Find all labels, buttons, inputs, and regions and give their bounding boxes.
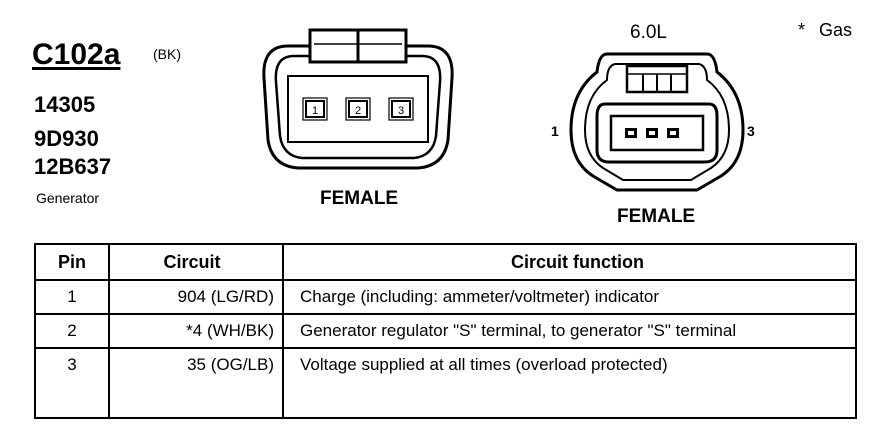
part-number: 14305 <box>34 92 96 117</box>
cell-pin: 2 <box>34 314 110 349</box>
cell-pin: 1 <box>34 280 110 315</box>
cell-circuit: 35 (OG/LB) <box>108 348 284 418</box>
header-pin: Pin <box>34 244 110 281</box>
table-row: 3 35 (OG/LB) Voltage supplied at all tim… <box>34 348 857 418</box>
right-connector-diagram <box>569 52 745 192</box>
right-pin-3-label: 3 <box>747 123 755 139</box>
cell-circuit: *4 (WH/BK) <box>108 314 284 349</box>
engine-label: 6.0L <box>630 22 667 43</box>
star-marker: * <box>798 20 806 40</box>
cell-function: Generator regulator "S" terminal, to gen… <box>282 314 857 349</box>
left-pin-1: 1 <box>302 97 328 121</box>
cell-circuit: 904 (LG/RD) <box>108 280 284 315</box>
connector-description: Generator <box>36 190 100 206</box>
connector-id: C102a <box>32 38 121 71</box>
female-label-left: FEMALE <box>320 188 399 209</box>
gas-note: * Gas <box>798 20 852 41</box>
table-header-row: Pin Circuit Circuit function <box>34 244 857 281</box>
cell-pin: 3 <box>34 348 110 418</box>
left-pin-2: 2 <box>345 97 371 121</box>
svg-text:2: 2 <box>355 105 361 117</box>
left-connector-diagram: 1 2 3 <box>262 28 454 170</box>
right-pin-1-label: 1 <box>551 123 559 139</box>
header-function: Circuit function <box>282 244 857 281</box>
left-pin-3: 3 <box>388 97 414 121</box>
header-circuit: Circuit <box>108 244 284 281</box>
gas-note-label: Gas <box>819 20 853 40</box>
female-label-right: FEMALE <box>617 206 696 227</box>
table-row: 2 *4 (WH/BK) Generator regulator "S" ter… <box>34 314 857 349</box>
pin-table: Pin Circuit Circuit function 1 904 (LG/R… <box>34 243 857 419</box>
svg-text:3: 3 <box>398 105 404 117</box>
cell-function: Charge (including: ammeter/voltmeter) in… <box>282 280 857 315</box>
part-number: 12B637 <box>34 154 112 179</box>
connector-color-code: (BK) <box>153 46 181 62</box>
part-number: 9D930 <box>34 126 99 151</box>
table-row: 1 904 (LG/RD) Charge (including: ammeter… <box>34 280 857 315</box>
cell-function: Voltage supplied at all times (overload … <box>282 348 857 418</box>
svg-text:1: 1 <box>312 105 318 117</box>
